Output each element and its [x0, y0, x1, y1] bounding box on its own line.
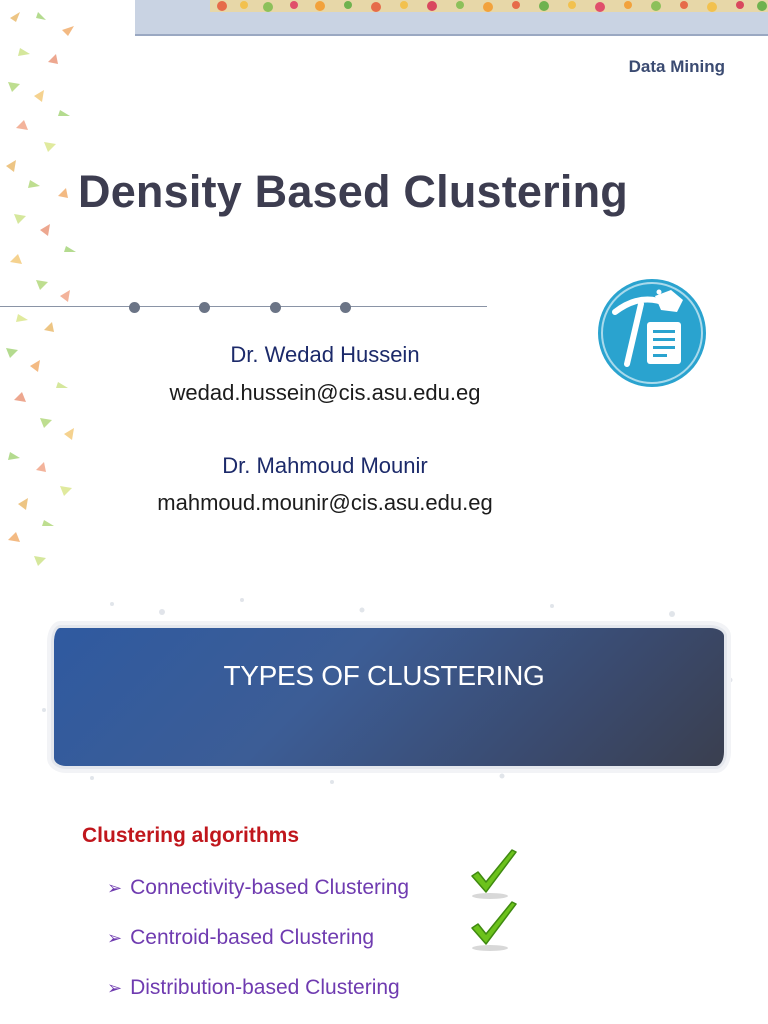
- list-item: ➢ Distribution-based Clustering: [107, 976, 400, 1000]
- flower-strip-decoration: [210, 0, 768, 12]
- course-label: Data Mining: [628, 57, 725, 76]
- checkmark-icon: [471, 849, 517, 899]
- section-label: Clustering algorithms: [82, 824, 300, 847]
- divider-dot: [340, 302, 351, 313]
- slide-title: Density Based Clustering: [78, 166, 628, 217]
- divider-dot: [270, 302, 281, 313]
- divider-dot: [199, 302, 210, 313]
- header-band: [135, 0, 768, 34]
- divider-dot: [129, 302, 140, 313]
- title-divider: [0, 306, 487, 307]
- author-email: wedad.hussein@cis.asu.edu.eg: [169, 380, 481, 405]
- arrow-bullet-icon: ➢: [107, 878, 123, 898]
- list-item-label: Centroid-based Clustering: [130, 926, 375, 949]
- list-item-label: Connectivity-based Clustering: [130, 876, 410, 899]
- title-slide: Data Mining Density Based Clustering Dr.…: [0, 0, 768, 566]
- author-name: Dr. Mahmoud Mounir: [222, 453, 428, 478]
- list-item: ➢ Centroid-based Clustering: [107, 926, 374, 950]
- pickaxe-document-icon: [598, 279, 706, 387]
- author-email: mahmoud.mounir@cis.asu.edu.eg: [157, 490, 493, 515]
- arrow-bullet-icon: ➢: [107, 978, 123, 998]
- header-rule: [135, 34, 768, 36]
- checkmark-icon: [471, 901, 517, 951]
- section-banner: [54, 628, 724, 766]
- content-slide: TYPES OF CLUSTERING Clustering algorithm…: [0, 572, 768, 1024]
- list-item-label: Distribution-based Clustering: [130, 976, 400, 999]
- leaf-pattern-decoration: [6, 12, 76, 566]
- list-item: ➢ Connectivity-based Clustering: [107, 876, 409, 900]
- banner-frame: [32, 590, 744, 790]
- banner-title: TYPES OF CLUSTERING: [223, 660, 545, 691]
- arrow-bullet-icon: ➢: [107, 928, 123, 948]
- author-name: Dr. Wedad Hussein: [230, 342, 420, 367]
